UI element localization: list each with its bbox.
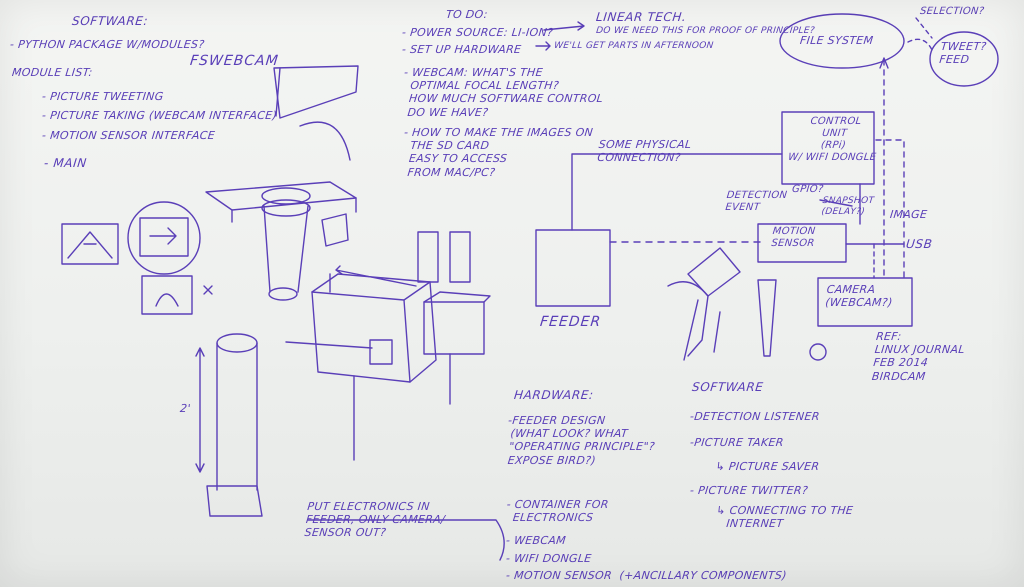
hardware-item: - MOTION SENSOR (+ANCILLARY COMPONENTS) (505, 569, 788, 582)
todo-item: - POWER SOURCE: LI-ION? (401, 26, 554, 39)
software-item: ↳ PICTURE SAVER (707, 460, 821, 473)
todo-item: - WEBCAM: WHAT'S THE OPTIMAL FOCAL LENGT… (399, 66, 604, 119)
hardware-note: WE'LL GET PARTS IN AFTERNOON (553, 41, 715, 51)
hardware-item: - WIFI DONGLE (505, 552, 593, 565)
motion-sensor-icon-sketch (141, 275, 193, 315)
hardware-item: -FEEDER DESIGN (WHAT LOOK? WHAT "OPERATI… (503, 414, 656, 467)
camera-box (817, 277, 913, 327)
software-item: -DETECTION LISTENER (689, 410, 821, 423)
module-list-label: MODULE LIST: (11, 66, 94, 79)
motion-sensor-box (757, 223, 847, 263)
todo-item: - SET UP HARDWARE (401, 43, 522, 56)
software-title: SOFTWARE: (71, 14, 149, 28)
motion-sensor-label: MOTION SENSOR (770, 226, 816, 249)
linear-tech-label: LINEAR TECH. (595, 10, 688, 24)
module-item: - MOTION SENSOR INTERFACE (41, 129, 216, 142)
webcam-icon-sketch (127, 201, 201, 275)
software-item: ↳ CONNECTING TO THE INTERNET (706, 504, 854, 531)
photo-icon-sketch (61, 223, 119, 265)
camera-label: CAMERA (WEBCAM?) (824, 283, 894, 310)
fswebcam-label: FSWEBCAM (189, 53, 280, 69)
tweet-feed-bubble (929, 31, 999, 87)
software-item: -PICTURE TAKER (689, 436, 785, 449)
todo-item: - HOW TO MAKE THE IMAGES ON THE SD CARD … (399, 126, 594, 179)
hardware-item: - WEBCAM (505, 534, 567, 547)
software-item: - PICTURE TWITTER? (689, 484, 809, 497)
usb-label: USB (905, 237, 934, 251)
software-list-title: SOFTWARE (691, 380, 765, 394)
selection-label: SELECTION? (919, 6, 985, 17)
physical-connection-label: SOME PHYSICAL CONNECTION? (596, 138, 693, 165)
two-feet-label: 2' (179, 402, 192, 415)
electronics-note: PUT ELECTRONICS IN FEEDER, ONLY CAMERA/ … (303, 500, 446, 540)
control-unit-box (781, 111, 875, 185)
reference-note: REF: LINUX JOURNAL FEB 2014 BIRDCAM (871, 330, 966, 383)
control-unit-label: CONTROL UNIT (RPi) W/ WIFI DONGLE (787, 116, 877, 163)
detection-event-label: DETECTION EVENT (724, 190, 788, 213)
snapshot-label: SNAPSHOT (DELAY?) (820, 196, 875, 217)
image-label: IMAGE (889, 208, 928, 221)
hardware-title: HARDWARE: (513, 388, 595, 402)
hardware-item: - CONTAINER FOR ELECTRONICS (504, 498, 610, 525)
linear-tech-note: DO WE NEED THIS FOR PROOF OF PRINCIPLE? (595, 26, 816, 36)
tweet-feed-label: TWEET? FEED (938, 40, 988, 67)
file-system-label: FILE SYSTEM (799, 34, 874, 47)
python-package-line: - PYTHON PACKAGE W/MODULES? (9, 38, 206, 51)
module-item: - PICTURE TAKING (WEBCAM INTERFACE) (41, 109, 278, 122)
module-item: - PICTURE TWEETING (41, 90, 165, 103)
gpio-label: GPIO? (791, 184, 825, 195)
todo-title: TO DO: (445, 8, 489, 21)
feeder-label: FEEDER (539, 314, 602, 330)
feeder-box-sketch (535, 229, 611, 307)
module-item: - MAIN (43, 156, 88, 170)
file-system-bubble (779, 13, 905, 69)
